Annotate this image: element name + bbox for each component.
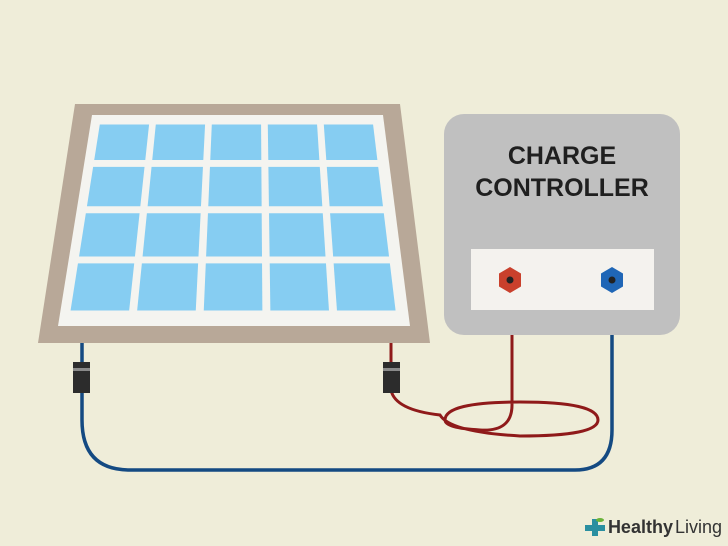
solar-cell [210,124,262,160]
solar-cell [208,166,262,207]
positive-connector [383,362,400,393]
solar-cells [70,124,396,311]
controller-label: CHARGE CONTROLLER [444,140,680,204]
negative-wire [80,283,614,472]
watermark-bold: Healthy [607,516,673,537]
solar-cell [94,124,150,160]
solar-cell [323,124,378,160]
negative-connector [73,362,90,393]
controller-label-line1: CHARGE [507,142,617,170]
solar-cell [269,263,329,311]
solar-cell [79,213,140,257]
plus-leaf-icon [584,518,605,536]
solar-cell [137,263,199,311]
solar-cell [269,213,326,257]
terminal-dot [506,276,514,284]
solar-cell [70,263,135,311]
solar-cell [86,166,145,207]
solar-cell [326,166,383,207]
solar-cell [152,124,206,160]
solar-cell [203,263,263,311]
terminal-plate [471,249,654,310]
solar-cell [147,166,203,207]
solar-cell [330,213,390,257]
positive-wire [389,283,600,438]
solar-cell [333,263,396,311]
connector-band [73,368,90,371]
terminal-dot [608,276,616,284]
watermark-light: Living [674,516,722,537]
solar-cell [206,213,262,257]
connector-band [383,368,400,371]
solar-cell [268,166,323,207]
solar-cell [142,213,201,257]
controller-label-line2: CONTROLLER [475,174,649,202]
solar-cell [267,124,320,160]
